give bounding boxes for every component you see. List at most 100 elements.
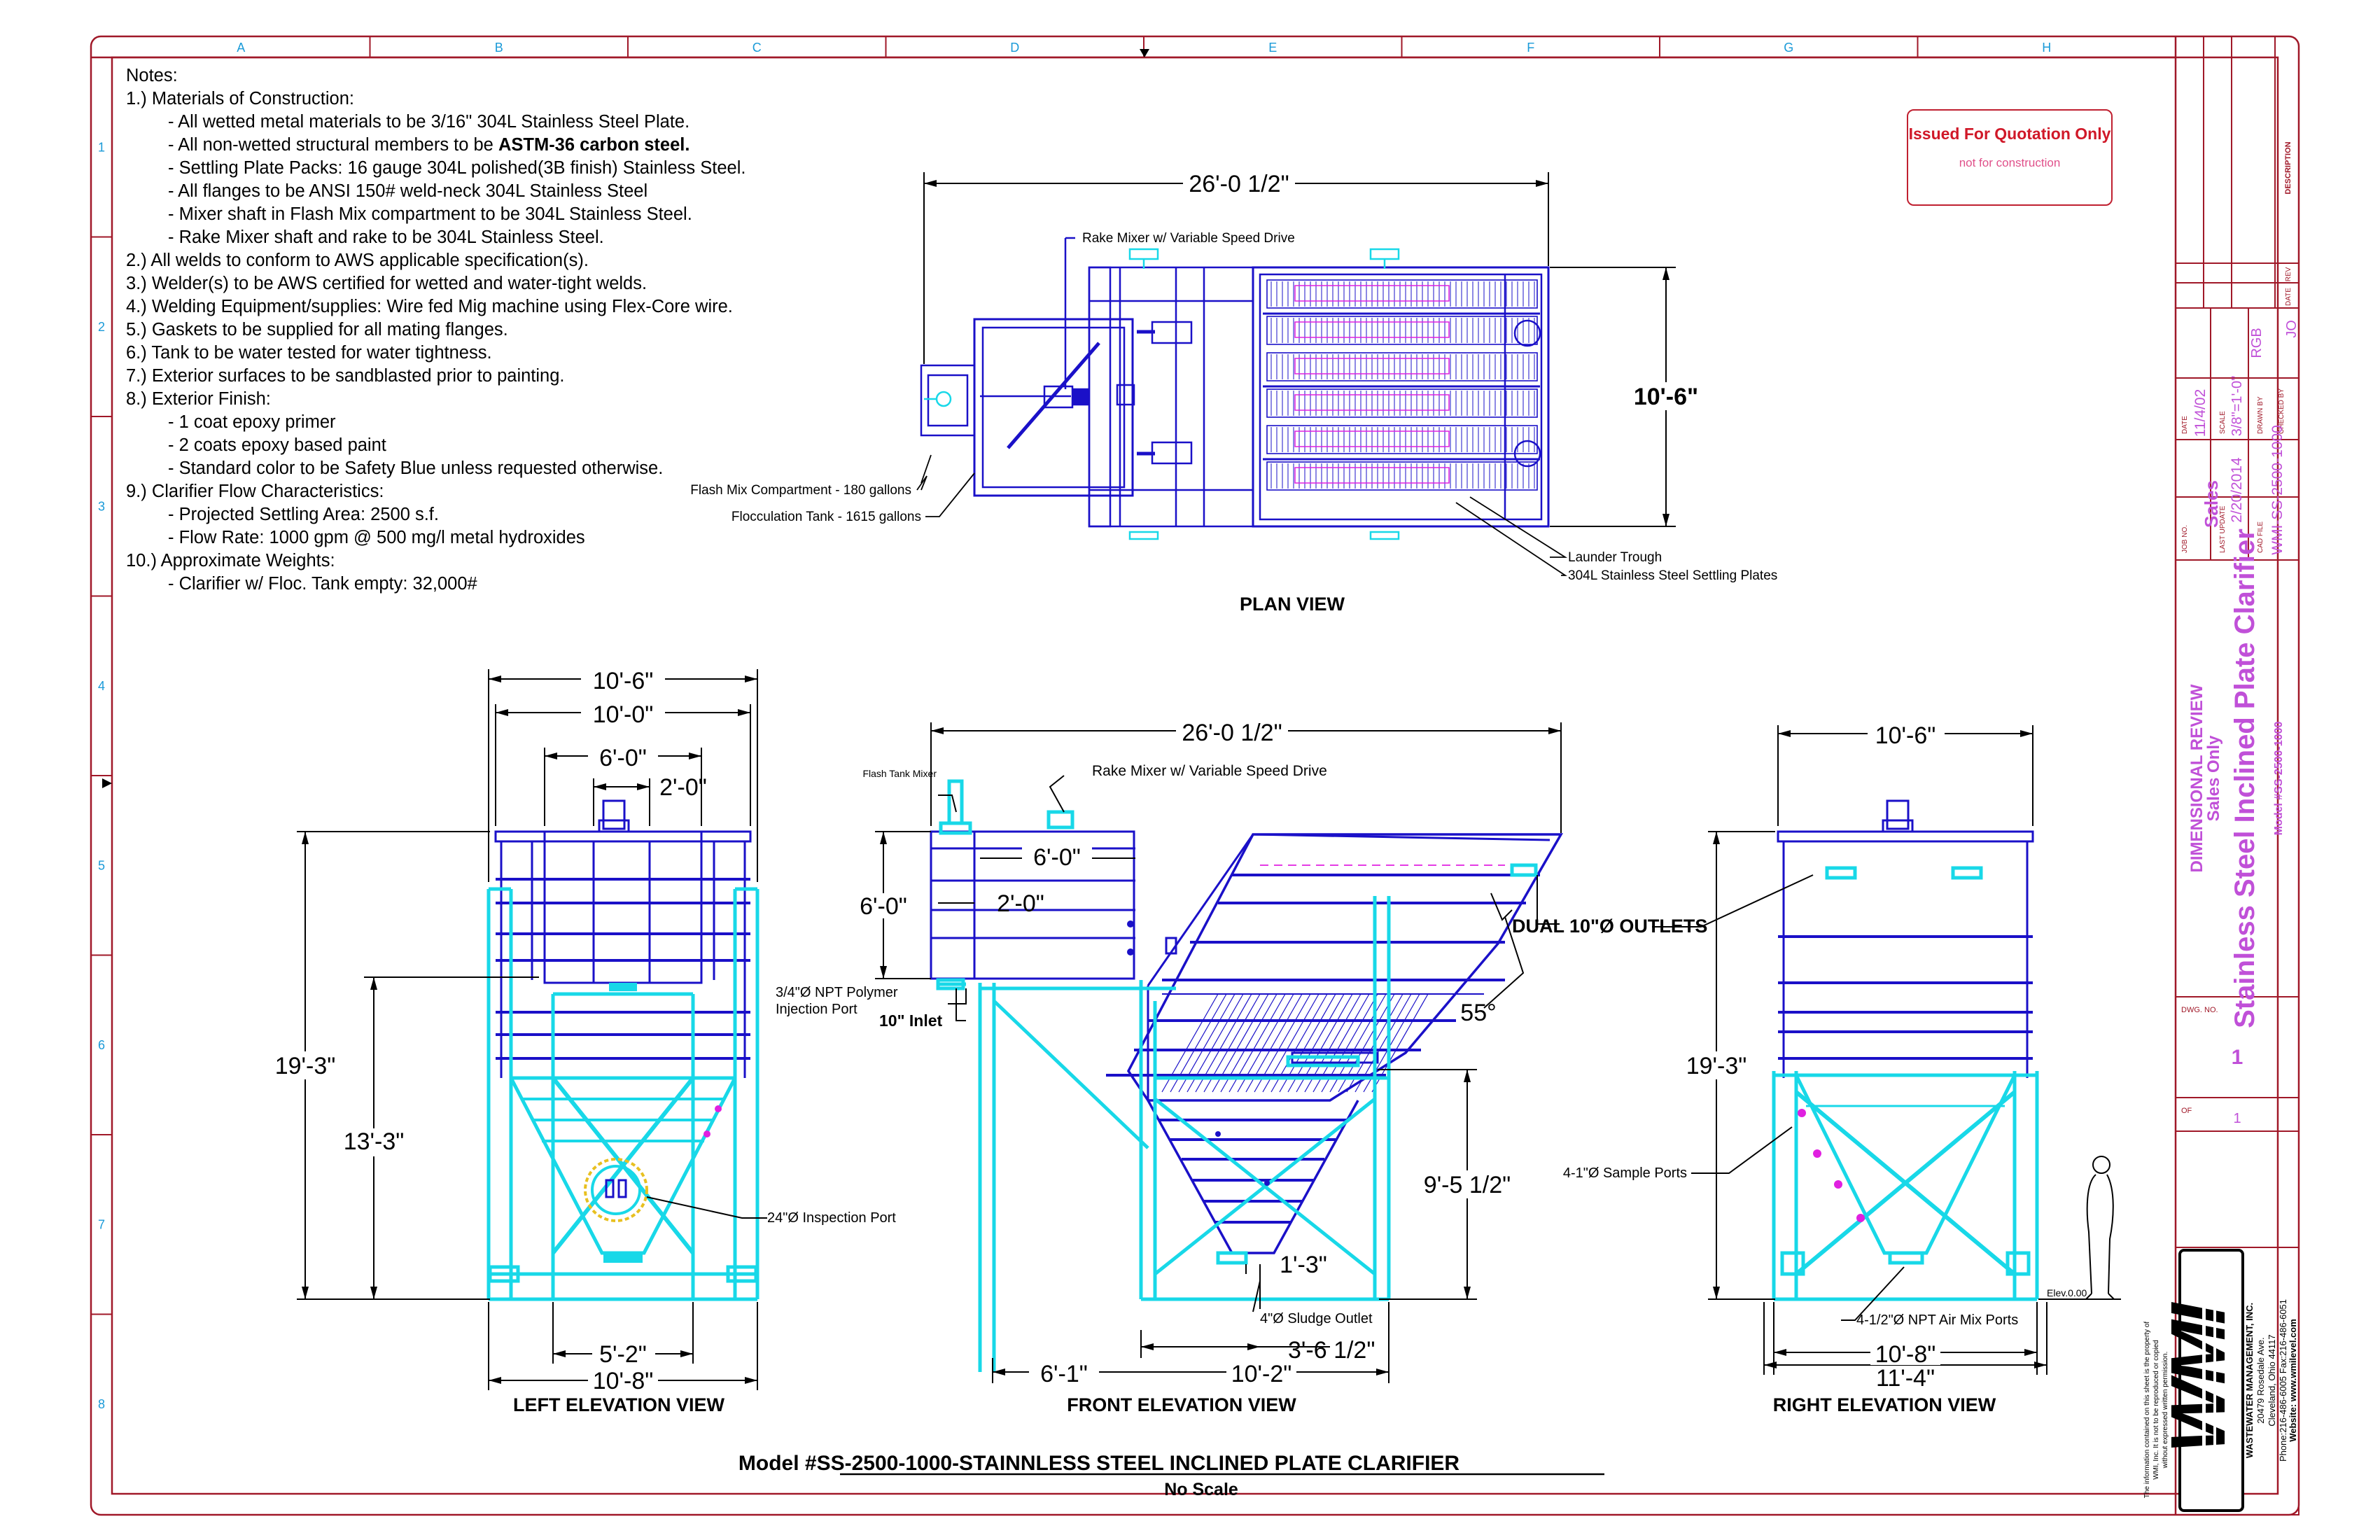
scale-label: SCALE — [2219, 411, 2227, 434]
rev-col-header: REV — [2285, 267, 2292, 281]
grid-col-g: G — [1784, 41, 1793, 55]
stamp-line-2: not for construction — [1959, 156, 2061, 169]
drawn-label: DRAWN BY — [2257, 396, 2264, 434]
scale-value: 3/8"=1'-0" — [2230, 376, 2245, 436]
company-phone: Phone:216-486-6005 Fax:216-486-6051 — [2278, 1299, 2288, 1462]
plan-callout-launder: Launder Trough — [1568, 550, 1662, 565]
note-1a: - All wetted metal materials to be 3/16"… — [168, 112, 690, 132]
left-dim-top2: 10'-0" — [593, 701, 654, 728]
center-mark-left — [102, 778, 112, 788]
drawing-model: Model #SS-2500-1000 — [2273, 722, 2285, 836]
job-value: Sales — [2201, 480, 2222, 528]
front-dim-b2: 6'-1" — [1040, 1361, 1088, 1387]
note-10: 10.) Approximate Weights: — [126, 551, 335, 570]
grid-col-e: E — [1268, 41, 1277, 55]
grid-col-h: H — [2042, 41, 2051, 55]
grid-row-2: 2 — [98, 320, 105, 334]
dwg-no-value: 1 — [2232, 1046, 2244, 1069]
checked-label: CHECKED BY — [2278, 388, 2286, 434]
right-callout-sample: 4-1"Ø Sample Ports — [1563, 1166, 1687, 1181]
front-callout-sludge: 4"Ø Sludge Outlet — [1260, 1311, 1373, 1326]
left-dim-top4: 2'-0" — [659, 774, 707, 801]
human-figure-icon — [2038, 1156, 2121, 1300]
update-value: 2/20/2014 — [2229, 457, 2245, 523]
front-dim-tank-h: 6'-0" — [860, 893, 907, 920]
note-10a: - Clarifier w/ Floc. Tank empty: 32,000# — [168, 574, 477, 594]
note-8b: - 2 coats epoxy based paint — [168, 435, 386, 455]
note-1b: - All non-wetted structural members to b… — [126, 134, 756, 157]
plan-callout-flocculation: Flocculation Tank - 1615 gallons — [732, 510, 921, 524]
note-1b-bold: ASTM-36 carbon steel. — [498, 135, 690, 155]
company-logo: WMI — [2155, 1249, 2244, 1512]
grid-col-f: F — [1527, 41, 1534, 55]
right-dim-b1: 10'-8" — [1875, 1341, 1936, 1368]
drawing-title: Stainless Steel Inclined Plate Clarifier — [2230, 528, 2260, 1028]
center-mark-top — [1140, 49, 1149, 57]
front-dim-tank-w: 6'-0" — [1033, 844, 1081, 871]
rev-description-header: DESCRIPTION — [2284, 141, 2292, 194]
note-1d: - All flanges to be ANSI 150# weld-neck … — [168, 181, 648, 201]
logo-text: WMI — [2155, 1302, 2241, 1453]
front-dim-2ft: 2'-0" — [997, 890, 1044, 917]
front-callout-polymer-1: 3/4"Ø NPT Polymer — [776, 985, 898, 1000]
job-label: JOB NO. — [2181, 525, 2189, 553]
review-line-2: Sales Only — [2204, 735, 2223, 821]
scale-note: No Scale — [1164, 1480, 1238, 1499]
note-4: 4.) Welding Equipment/supplies: Wire fed… — [126, 297, 733, 316]
cad-value: WMI-SS-2500-1000 — [2269, 425, 2286, 555]
checked-value: JO — [2284, 320, 2300, 338]
note-9a: - Projected Settling Area: 2500 s.f. — [168, 505, 439, 524]
disclaimer-1: The information contained on this sheet … — [2143, 1322, 2151, 1499]
note-1: 1.) Materials of Construction: — [126, 89, 354, 108]
grid-row-4: 4 — [98, 679, 105, 693]
note-1e: - Mixer shaft in Flash Mix compartment t… — [168, 204, 692, 224]
front-dim-length: 26'-0 1/2" — [1182, 720, 1282, 746]
front-callout-polymer-2: Injection Port — [776, 1002, 858, 1017]
front-dim-b1: 3'-6 1/2" — [1288, 1337, 1375, 1364]
grid-row-5: 5 — [98, 858, 105, 872]
front-dim-outlet-h: 1'-3" — [1280, 1252, 1327, 1278]
company-website: Website: www.wmilevel.com — [2288, 1319, 2298, 1442]
grid-row-3: 3 — [98, 499, 105, 513]
note-9b: - Flow Rate: 1000 gpm @ 500 mg/l metal h… — [168, 528, 585, 547]
quotation-stamp: Issued For Quotation Only not for constr… — [1907, 109, 2113, 206]
right-dim-b2: 11'-4" — [1876, 1365, 1935, 1392]
right-dim-height: 19'-3" — [1686, 1053, 1747, 1079]
note-7: 7.) Exterior surfaces to be sandblasted … — [126, 366, 565, 386]
grid-row-1: 1 — [98, 140, 105, 154]
notes-block: Notes: 1.) Materials of Construction: - … — [126, 64, 756, 596]
front-callout-rake-mixer: Rake Mixer w/ Variable Speed Drive — [1092, 763, 1327, 779]
front-dim-hopper: 9'-5 1/2" — [1424, 1172, 1511, 1198]
company-address-1: 20479 Rosedale Ave. — [2255, 1337, 2266, 1423]
grid-col-b: B — [495, 41, 503, 55]
plan-callout-plates: 304L Stainless Steel Settling Plates — [1568, 568, 1777, 583]
grid-row-8: 8 — [98, 1397, 105, 1411]
left-dim-height: 19'-3" — [275, 1053, 336, 1079]
grid-col-c: C — [752, 41, 762, 55]
plan-view-title: PLAN VIEW — [1240, 594, 1345, 615]
date-value: 11/4/02 — [2192, 389, 2208, 438]
note-6: 6.) Tank to be water tested for water ti… — [126, 343, 492, 363]
right-view-title: RIGHT ELEVATION VIEW — [1773, 1394, 1996, 1415]
plan-view: 26'-0 1/2" 10'-6" Rake Mixer w/ Variable… — [690, 171, 1777, 615]
front-view-title: FRONT ELEVATION VIEW — [1067, 1394, 1296, 1415]
note-5: 5.) Gaskets to be supplied for all matin… — [126, 320, 508, 340]
disclaimer-3: without expressed written permission. — [2162, 1352, 2169, 1469]
front-dim-angle: 55° — [1460, 1000, 1496, 1026]
front-callout-flash-mixer: Flash Tank Mixer — [862, 768, 937, 779]
grid-row-7: 7 — [98, 1217, 105, 1231]
date-label: DATE — [2181, 416, 2189, 434]
plan-dim-length: 26'-0 1/2" — [1189, 171, 1289, 197]
note-9: 9.) Clarifier Flow Characteristics: — [126, 482, 384, 501]
plan-callout-flash-mix: Flash Mix Compartment - 180 gallons — [690, 483, 911, 498]
grid-row-6: 6 — [98, 1038, 105, 1052]
review-line-1: DIMENSIONAL REVIEW — [2188, 684, 2206, 872]
left-callout-inspection: 24"Ø Inspection Port — [767, 1210, 896, 1226]
right-elevation-view: 10'-6" 19'-3" 10'-8" 11'-4" 4-1"Ø Sample… — [1563, 721, 2121, 1415]
model-title: Model #SS-2500-1000-STAINNLESS STEEL INC… — [738, 1452, 1460, 1475]
left-dim-top3: 6'-0" — [599, 745, 647, 771]
plan-dim-width: 10'-6" — [1634, 384, 1698, 410]
note-1c: - Settling Plate Packs: 16 gauge 304L po… — [168, 158, 746, 178]
grid-row-markers: 1 2 3 4 5 6 7 8 — [91, 140, 112, 1411]
